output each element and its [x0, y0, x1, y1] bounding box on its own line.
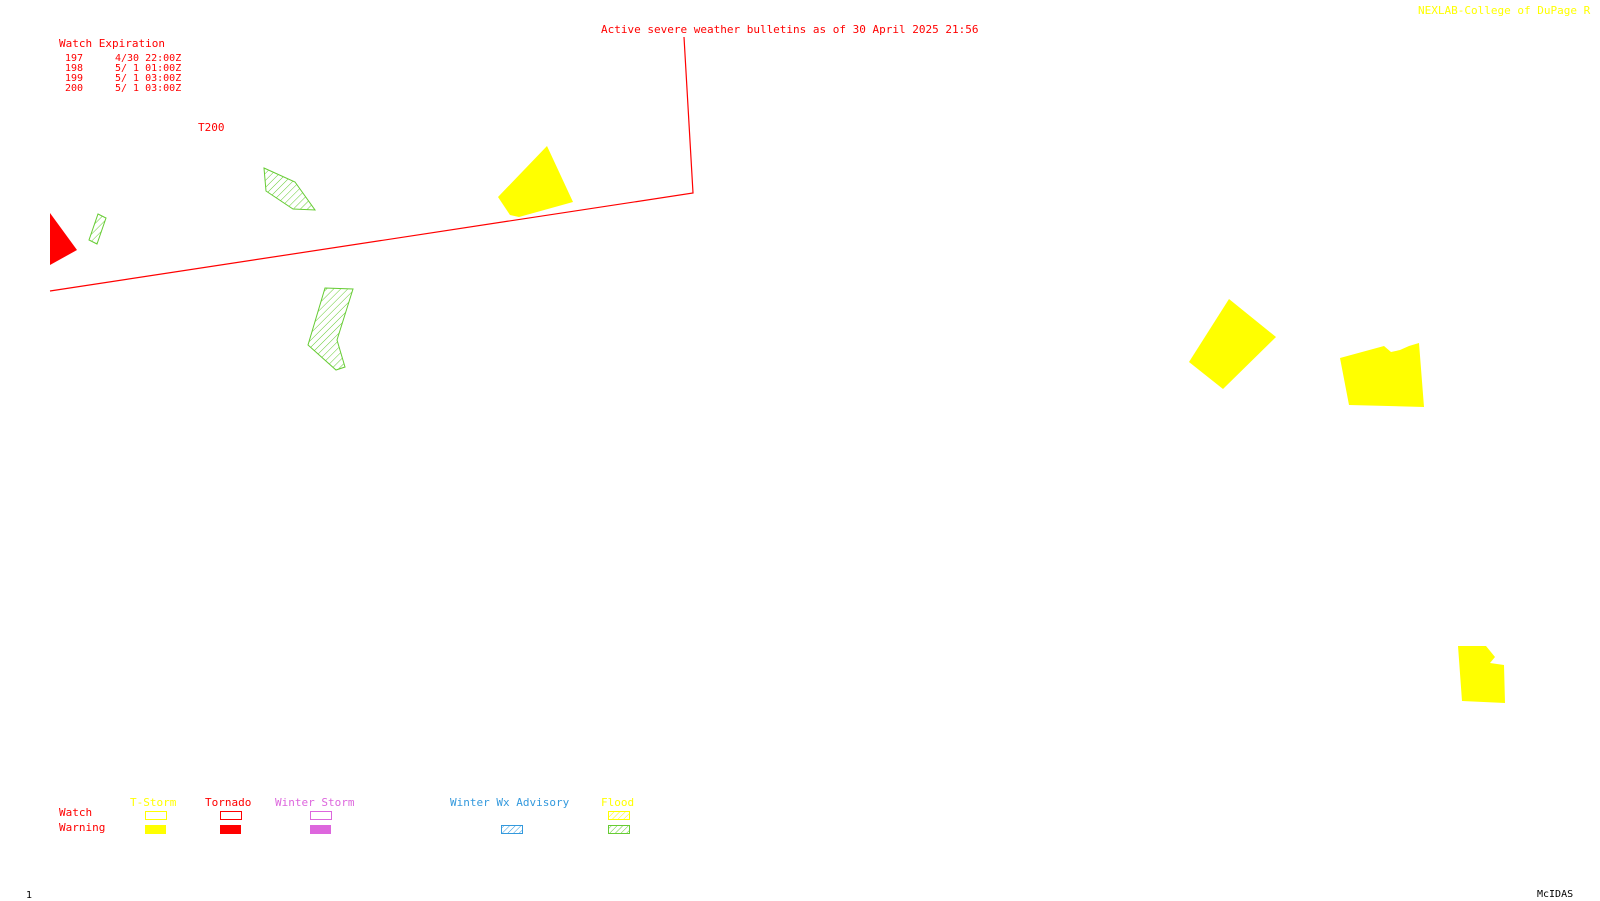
legend-swatches: [145, 811, 630, 834]
watch-id: 197: [65, 53, 84, 64]
watch-row: 200 5/ 1 03:00Z: [65, 84, 181, 94]
tornado-watch-outline: [49, 36, 694, 292]
tornado-warning-polygon: [50, 213, 77, 265]
watch-id: 198: [65, 63, 84, 74]
legend-label-tstorm: T-Storm: [130, 796, 177, 809]
legend-swatch-tstorm-watch: [145, 811, 167, 820]
legend-swatch-tornado-warning: [220, 825, 241, 834]
legend-swatch-tstorm-warning: [145, 825, 166, 834]
watch-row: 198 5/ 1 01:00Z: [65, 64, 181, 74]
legend-swatch-winter-storm-warning: [310, 825, 331, 834]
watch-row: 197 4/30 22:00Z: [65, 54, 181, 64]
legend-row-watch: Watch: [59, 806, 93, 819]
watch-label: T200: [198, 121, 225, 134]
legend-swatch-flood-watch: [608, 811, 630, 820]
watch-table: 197 4/30 22:00Z 198 5/ 1 01:00Z 199 5/ 1…: [65, 54, 181, 94]
watch-id: 200: [65, 83, 84, 94]
legend-label-winter-storm: Winter Storm: [275, 796, 355, 809]
legend-swatch-tornado-watch: [220, 811, 242, 820]
watch-expiry: 5/ 1 03:00Z: [115, 83, 182, 94]
watch-table-title: Watch Expiration: [59, 37, 165, 50]
frame-number: 1: [26, 890, 33, 901]
flood-warning-polygon: [88, 213, 107, 245]
tstorm-warning-polygon: [1458, 646, 1505, 703]
credit-label: NEXLAB-College of DuPage R: [1418, 4, 1591, 17]
watch-expiry: 5/ 1 03:00Z: [115, 73, 182, 84]
flood-warning-polygon: [307, 287, 354, 371]
legend-swatch-winter-storm-watch: [310, 811, 332, 820]
watch-row: 199 5/ 1 03:00Z: [65, 74, 181, 84]
watch-expiry: 5/ 1 01:00Z: [115, 63, 182, 74]
watch-id: 199: [65, 73, 84, 84]
tstorm-warning-polygon: [498, 146, 573, 217]
bulletin-title: Active severe weather bulletins as of 30…: [601, 23, 979, 36]
watch-expiry: 4/30 22:00Z: [115, 53, 182, 64]
legend-swatch-flood-warning: [608, 825, 630, 834]
legend-label-winter-advisory: Winter Wx Advisory: [450, 796, 570, 809]
legend-label-tornado: Tornado: [205, 796, 252, 809]
legend-label-flood: Flood: [601, 796, 635, 809]
flood-warning-polygon: [263, 167, 317, 211]
legend-swatch-winter-advisory: [501, 825, 523, 834]
tstorm-warning-polygon: [1189, 299, 1276, 389]
legend-row-warning: Warning: [59, 821, 106, 834]
software-label: McIDAS: [1537, 889, 1574, 900]
tstorm-warning-polygon: [1340, 343, 1424, 407]
